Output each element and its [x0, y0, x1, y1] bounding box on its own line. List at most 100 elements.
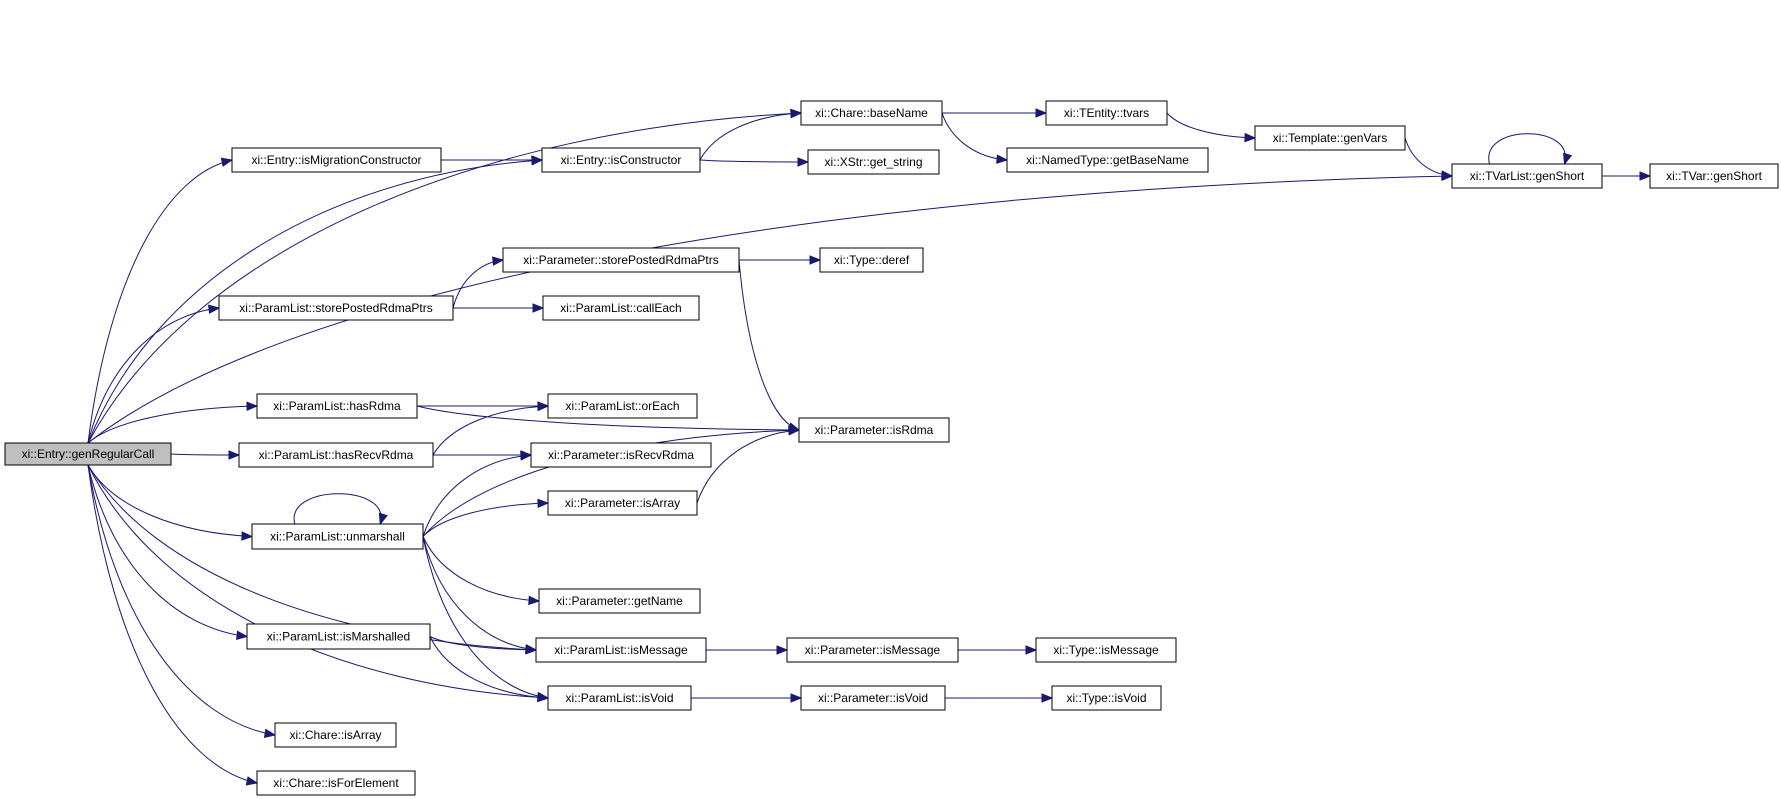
node-genVars[interactable]: xi::Template::genVars: [1254, 125, 1406, 151]
node-listStorePosted[interactable]: xi::ParamList::storePostedRdmaPtrs: [218, 295, 454, 321]
node-box: [530, 442, 712, 468]
node-orEach[interactable]: xi::ParamList::orEach: [547, 393, 698, 419]
node-label: xi::Type::isVoid: [1066, 691, 1146, 705]
arrowhead: [1441, 170, 1454, 180]
node-box: [800, 100, 943, 126]
node-hasRdma[interactable]: xi::ParamList::hasRdma: [256, 393, 418, 419]
node-deref[interactable]: xi::Type::deref: [819, 247, 924, 273]
edge-unmarshall-to-paramIsArray: [422, 498, 550, 537]
edge-genRegularCall-to-hasRecvRdma: [170, 450, 241, 460]
arrowhead: [1244, 132, 1257, 143]
node-paramIsMessage[interactable]: xi::Parameter::isMessage: [786, 637, 959, 663]
node-tvarGenShort[interactable]: xi::TVar::genShort: [1649, 163, 1779, 189]
node-label: xi::Chare::isForElement: [273, 776, 399, 790]
node-box: [1035, 637, 1177, 663]
edge-line: [293, 493, 382, 525]
node-box: [1451, 163, 1603, 189]
edge-line: [941, 112, 1008, 161]
edge-paramStorePosted-to-isRdma: [738, 259, 801, 432]
arrowhead: [1639, 171, 1652, 181]
edges-layer: [87, 108, 1652, 786]
arrowhead: [1041, 693, 1054, 703]
edge-hasRdma-to-orEach: [417, 401, 550, 411]
node-paramIsVoid[interactable]: xi::Parameter::isVoid: [800, 685, 946, 711]
arrowhead: [378, 512, 388, 526]
arrowhead: [208, 304, 221, 314]
edge-charebaseName-to-getBaseName: [941, 112, 1009, 164]
node-isRecvRdma[interactable]: xi::Parameter::isRecvRdma: [530, 442, 712, 468]
node-listIsMessage[interactable]: xi::ParamList::isMessage: [535, 637, 707, 663]
node-isMigrationConstructor[interactable]: xi::Entry::isMigrationConstructor: [231, 147, 442, 173]
edge-isMarshalled-to-listIsVoid: [429, 636, 550, 703]
node-paramIsArray[interactable]: xi::Parameter::isArray: [547, 490, 698, 516]
node-label: xi::Entry::isConstructor: [561, 153, 682, 167]
node-box: [547, 490, 698, 516]
edge-unmarshall-to-unmarshall: [293, 493, 388, 526]
edge-line: [87, 464, 258, 784]
edge-paramIsMessage-to-typeIsMessage: [957, 645, 1038, 655]
node-isForElement[interactable]: xi::Chare::isForElement: [256, 770, 416, 796]
node-box: [535, 637, 707, 663]
arrowhead: [246, 401, 259, 411]
node-isMarshalled[interactable]: xi::ParamList::isMarshalled: [246, 623, 431, 650]
edge-isMarshalled-to-listIsMessage: [429, 636, 538, 655]
edge-line: [416, 405, 800, 431]
node-getName[interactable]: xi::Parameter::getName: [538, 588, 701, 614]
edge-line: [696, 429, 800, 504]
node-listIsVoid[interactable]: xi::ParamList::isVoid: [547, 685, 692, 711]
node-box: [538, 588, 701, 614]
node-label: xi::Parameter::isRecvRdma: [548, 448, 694, 462]
node-box: [502, 247, 740, 273]
arrowhead: [537, 498, 550, 509]
edge-isConstructor-to-get_string: [699, 157, 810, 167]
arrowhead: [537, 692, 550, 703]
edge-line: [422, 502, 549, 537]
node-tvarlistGenShort[interactable]: xi::TVarList::genShort: [1451, 163, 1603, 189]
node-box: [4, 442, 172, 466]
nodes-layer: xi::Entry::genRegularCall xi::Entry::isMi…: [4, 100, 1779, 796]
edge-genRegularCall-to-isMarshalled: [87, 464, 249, 640]
node-hasRecvRdma[interactable]: xi::ParamList::hasRecvRdma: [238, 442, 434, 468]
node-box: [256, 770, 416, 796]
node-get_string[interactable]: xi::XStr::get_string: [807, 149, 940, 175]
node-charebaseName[interactable]: xi::Chare::baseName: [800, 100, 943, 126]
node-box: [238, 442, 434, 468]
node-isConstructor[interactable]: xi::Entry::isConstructor: [541, 147, 701, 173]
arrowhead: [776, 645, 789, 655]
node-genRegularCall[interactable]: xi::Entry::genRegularCall: [4, 442, 172, 466]
edge-line: [422, 536, 537, 651]
node-unmarshall[interactable]: xi::ParamList::unmarshall: [251, 523, 424, 550]
node-label: xi::ParamList::isMarshalled: [267, 630, 410, 644]
node-typeIsMessage[interactable]: xi::Type::isMessage: [1035, 637, 1177, 663]
node-tvars[interactable]: xi::TEntity::tvars: [1045, 100, 1168, 126]
edge-line: [87, 159, 233, 444]
node-chareIsArray[interactable]: xi::Chare::isArray: [274, 722, 397, 748]
edge-genRegularCall-to-isMigrationConstructor: [87, 157, 234, 444]
node-box: [1649, 163, 1779, 189]
edge-charebaseName-to-tvars: [942, 108, 1048, 118]
node-box: [256, 393, 418, 419]
arrowhead: [537, 401, 550, 412]
node-box: [819, 247, 924, 273]
node-box: [246, 623, 431, 650]
edge-line: [87, 405, 258, 444]
node-isRdma[interactable]: xi::Parameter::isRdma: [798, 417, 950, 443]
edge-tvarlistGenShort-to-tvarlistGenShort: [1488, 133, 1573, 166]
edge-line: [422, 536, 540, 602]
edge-tvars-to-genVars: [1166, 112, 1257, 143]
node-label: xi::Parameter::isArray: [565, 496, 680, 510]
node-typeIsVoid[interactable]: xi::Type::isVoid: [1051, 685, 1162, 711]
node-getBaseName[interactable]: xi::NamedType::getBaseName: [1006, 147, 1209, 173]
node-paramStorePosted[interactable]: xi::Parameter::storePostedRdmaPtrs: [502, 247, 740, 273]
edge-line: [87, 464, 253, 537]
arrowhead: [245, 776, 259, 786]
node-box: [547, 393, 698, 419]
node-label: xi::NamedType::getBaseName: [1026, 153, 1189, 167]
node-label: xi::TVar::genShort: [1666, 169, 1762, 183]
node-callEach[interactable]: xi::ParamList::callEach: [542, 295, 700, 321]
node-box: [800, 685, 946, 711]
node-label: xi::Chare::baseName: [815, 106, 928, 120]
arrowhead: [797, 157, 810, 167]
node-label: xi::ParamList::isMessage: [554, 643, 688, 657]
arrowhead: [525, 645, 538, 655]
